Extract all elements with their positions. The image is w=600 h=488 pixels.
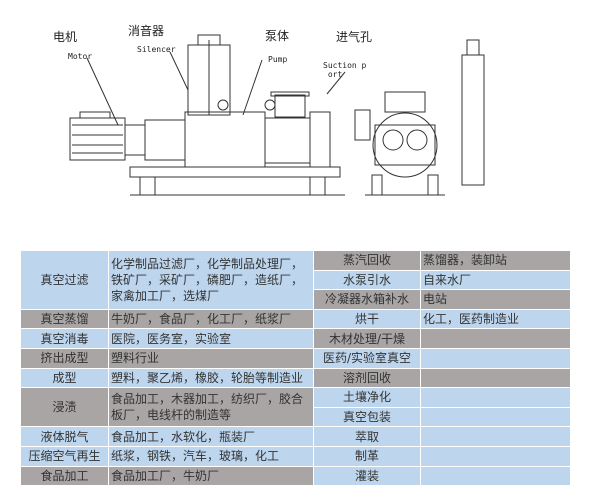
left-application: 真空消毒 xyxy=(20,328,109,349)
table-row: 水泵引水自来水厂 xyxy=(21,269,571,291)
suction-label-en: Suction p ort xyxy=(323,61,367,79)
motor-label-cn: 电机 xyxy=(53,30,78,44)
table-row: 真空消毒医院，医务室，实验室木材处理/干燥 xyxy=(20,328,571,349)
left-application: 液体脱气 xyxy=(20,426,109,447)
right-industries xyxy=(420,465,571,487)
right-industries xyxy=(420,328,571,349)
right-industries: 自来水厂 xyxy=(420,269,571,291)
left-industries: 食品加工，水软化，瓶装厂 xyxy=(108,426,314,447)
table-row: 食品加工食品加工厂，牛奶厂灌装 xyxy=(20,465,571,487)
right-industries xyxy=(420,367,571,389)
right-application: 烘干 xyxy=(313,308,421,330)
left-industries: 纸浆，钢铁，汽车，玻璃，化工 xyxy=(108,445,314,467)
right-application: 真空包装 xyxy=(313,406,421,428)
table-row: 压缩空气再生纸浆，钢铁，汽车，玻璃，化工制革 xyxy=(20,445,571,467)
pump-label-en: Pump xyxy=(268,55,288,64)
right-industries: 化工，医药制造业 xyxy=(420,308,571,330)
motor-side-view xyxy=(69,34,345,196)
table-row: 浸渍食品加工，木器加工，纺织厂，胶合板厂，电线杆的制造等土壤净化 xyxy=(20,387,571,428)
right-industries: 电站 xyxy=(420,289,571,310)
right-industries xyxy=(420,387,571,408)
left-industries: 牛奶厂，食品厂，化工厂，纸浆厂 xyxy=(108,308,314,330)
right-industries xyxy=(420,445,571,467)
table-row: 真空蒸馏牛奶厂，食品厂，化工厂，纸浆厂烘干化工，医药制造业 xyxy=(20,308,571,330)
right-industries: 蒸馏器，装卸站 xyxy=(420,250,571,271)
right-industries xyxy=(420,406,571,428)
right-industries xyxy=(420,426,571,447)
right-application: 冷凝器水箱补水 xyxy=(313,289,421,310)
table-row: 冷凝器水箱补水电站 xyxy=(21,289,571,310)
table-row: 液体脱气食品加工，水软化，瓶装厂萃取 xyxy=(20,426,571,447)
left-application: 压缩空气再生 xyxy=(20,445,109,467)
right-application: 医药/实验室真空 xyxy=(313,347,421,369)
right-application: 蒸汽回收 xyxy=(313,250,421,271)
application-table: 真空过滤化学制品过滤厂，化学制品处理厂，铁矿厂，采矿厂，磷肥厂，造纸厂，家禽加工… xyxy=(20,250,571,487)
left-industries: 塑料行业 xyxy=(108,347,314,369)
left-industries: 食品加工厂，牛奶厂 xyxy=(108,465,314,487)
left-application: 食品加工 xyxy=(20,465,109,487)
pump-label-cn: 泵体 xyxy=(265,29,290,43)
pump-end-view xyxy=(354,39,485,196)
left-application: 真空蒸馏 xyxy=(20,308,109,330)
right-application: 木材处理/干燥 xyxy=(313,328,421,349)
pump-drawing xyxy=(69,34,485,196)
motor-label-en: Motor xyxy=(68,52,93,61)
suction-label-cn: 进气孔 xyxy=(336,30,373,44)
silencer-label-cn: 消音器 xyxy=(128,24,165,38)
right-application: 灌装 xyxy=(313,465,421,487)
right-industries xyxy=(420,347,571,369)
left-application: 成型 xyxy=(20,367,109,389)
table-row: 挤出成型塑料行业医药/实验室真空 xyxy=(20,347,571,369)
left-industries: 塑料，聚乙烯，橡胶，轮胎等制造业 xyxy=(108,367,314,389)
right-application: 萃取 xyxy=(313,426,421,447)
leader-lines xyxy=(86,51,346,126)
left-industries: 医院，医务室，实验室 xyxy=(108,328,314,349)
left-industries: 化学制品过滤厂，化学制品处理厂，铁矿厂，采矿厂，磷肥厂，造纸厂，家禽加工厂，选煤… xyxy=(108,250,314,310)
left-application: 浸渍 xyxy=(20,387,109,428)
table-row: 成型塑料，聚乙烯，橡胶，轮胎等制造业溶剂回收 xyxy=(20,367,571,389)
table-row: 真空包装 xyxy=(21,406,571,428)
silencer-label-en: Silencer xyxy=(137,45,176,54)
left-application: 挤出成型 xyxy=(20,347,109,369)
left-application: 真空过滤 xyxy=(20,250,109,310)
right-application: 溶剂回收 xyxy=(313,367,421,389)
right-application: 土壤净化 xyxy=(313,387,421,408)
left-industries: 食品加工，木器加工，纺织厂，胶合板厂，电线杆的制造等 xyxy=(108,387,314,428)
right-application: 水泵引水 xyxy=(313,269,421,291)
table-row: 真空过滤化学制品过滤厂，化学制品处理厂，铁矿厂，采矿厂，磷肥厂，造纸厂，家禽加工… xyxy=(20,250,571,310)
right-application: 制革 xyxy=(313,445,421,467)
